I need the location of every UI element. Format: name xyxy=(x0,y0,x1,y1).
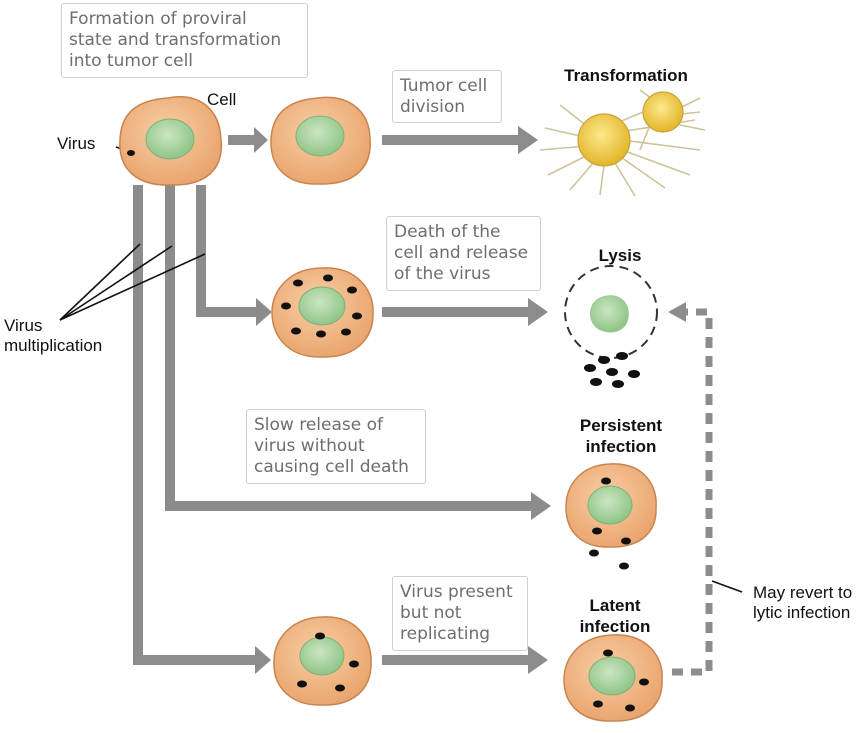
box-slow-release: Slow release of virus without causing ce… xyxy=(246,409,426,484)
nucleus xyxy=(298,286,346,326)
arrowhead xyxy=(531,492,551,520)
latent-cell xyxy=(273,616,372,706)
arrowhead xyxy=(254,127,268,153)
multiplication-pointer-line xyxy=(59,253,206,321)
arrow-slow-release xyxy=(165,501,535,511)
virus-particles xyxy=(593,649,649,712)
label-may-revert: May revert to lytic infection xyxy=(753,583,853,622)
box-death-release: Death of the cell and release of the vir… xyxy=(386,216,541,291)
arrow-branch-latent-horizontal xyxy=(133,655,259,665)
released-virus-particles xyxy=(584,352,640,388)
box-virus-present: Virus present but not replicating xyxy=(392,576,528,651)
tumor-cell xyxy=(577,113,631,167)
lysed-cell xyxy=(564,265,658,388)
nucleus xyxy=(587,485,633,525)
latent-infection-cell xyxy=(563,634,663,722)
multiplication-pointer-line xyxy=(59,245,173,321)
arrow-tumor-cell-division xyxy=(382,135,522,145)
arrowhead xyxy=(518,126,538,154)
virus-particles xyxy=(589,477,631,570)
nucleus xyxy=(295,115,345,157)
nucleus xyxy=(590,295,629,333)
arrow-cell-to-tumor-cell xyxy=(228,135,256,145)
arrow-virus-present xyxy=(382,655,532,665)
arrow-branch-lysis-horizontal xyxy=(196,307,260,317)
persistent-infection-cell xyxy=(565,463,657,570)
transforming-cell xyxy=(270,96,371,185)
infected-cell xyxy=(119,96,222,186)
arrowhead xyxy=(528,298,548,326)
tumor-cell xyxy=(642,91,684,133)
heading-lysis: Lysis xyxy=(598,246,642,265)
virus-particles xyxy=(297,632,359,692)
box-tumor-cell-division: Tumor cell division xyxy=(392,70,502,123)
label-virus: Virus xyxy=(57,134,96,153)
multiplication-pointer-line xyxy=(59,243,141,321)
revert-pointer-line xyxy=(711,580,743,593)
arrow-branch-persistent-vertical xyxy=(165,185,175,511)
heading-transformation: Transformation xyxy=(564,66,688,85)
arrowhead xyxy=(256,298,272,326)
virus-producing-cell xyxy=(271,267,374,358)
label-cell: Cell xyxy=(207,90,237,109)
heading-latent-infection: Latent infection xyxy=(579,596,651,636)
virus-particle xyxy=(127,150,135,156)
arrows xyxy=(133,126,713,676)
arrow-branch-lysis-vertical xyxy=(196,185,206,317)
virus-particles xyxy=(281,274,362,338)
label-virus-multiplication: Virus multiplication xyxy=(4,316,103,355)
arrowhead xyxy=(255,646,271,674)
tumor-cells xyxy=(539,89,706,197)
revert-dashed-arrow xyxy=(672,308,713,676)
ruptured-membrane xyxy=(564,265,658,359)
nucleus xyxy=(145,118,195,160)
arrow-death-release xyxy=(382,307,532,317)
arrow-branch-latent-vertical xyxy=(133,185,143,665)
heading-persistent-infection: Persistent infection xyxy=(579,416,663,456)
nucleus xyxy=(299,636,345,676)
arrowhead xyxy=(528,646,548,674)
nucleus xyxy=(588,656,636,696)
box-proviral-formation: Formation of proviral state and transfor… xyxy=(61,3,308,78)
arrowhead xyxy=(668,302,686,322)
